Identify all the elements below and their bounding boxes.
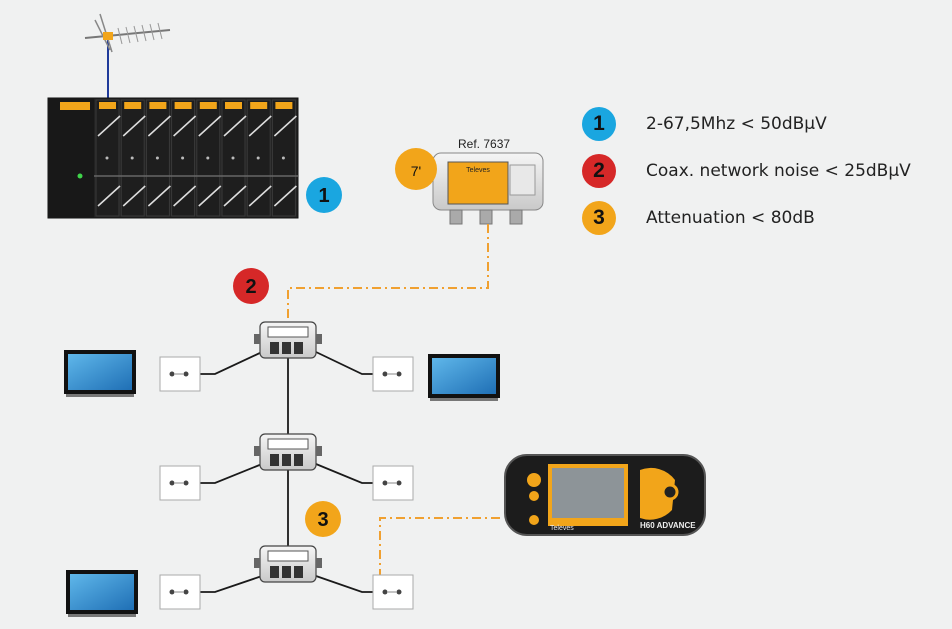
tv-icon: [66, 570, 138, 617]
wall-outlet-icon: [372, 356, 414, 392]
legend-item: 1 2-67,5Mhz < 50dBμV: [582, 107, 827, 141]
svg-text:Televes: Televes: [466, 167, 490, 174]
svg-text:3: 3: [317, 509, 328, 531]
wall-outlet-icon: [159, 465, 201, 501]
wall-outlet-icon: [159, 574, 201, 610]
headend-module: [95, 99, 121, 217]
legend-badge: 3: [582, 201, 616, 235]
headend-module: [221, 99, 247, 217]
svg-text:Televes: Televes: [550, 525, 574, 532]
wall-outlet-icon: [372, 465, 414, 501]
splitter-icon: [254, 321, 322, 359]
signal-paths: [287, 224, 500, 590]
attenuation-badge: 3: [305, 501, 341, 537]
legend-text: Attenuation < 80dB: [646, 208, 815, 228]
tv-icon: [428, 354, 500, 401]
legend-badge: 2: [582, 154, 616, 188]
headend-module: [171, 99, 197, 217]
field-meter-icon: Televes H60 ADVANCE: [504, 454, 706, 536]
svg-text:1: 1: [318, 185, 329, 207]
legend-item: 3 Attenuation < 80dB: [582, 201, 815, 235]
headend-rack-icon: [47, 97, 299, 219]
headend-module: [271, 99, 297, 217]
wall-outlet-icon: [159, 356, 201, 392]
svg-text:2: 2: [245, 276, 256, 298]
tester-device-icon: Televes: [432, 152, 544, 225]
svg-text:7': 7': [411, 163, 421, 179]
headend-module: [120, 99, 146, 217]
legend-text: Coax. network noise < 25dBμV: [646, 161, 911, 181]
antenna-icon: [84, 13, 171, 100]
svg-text:H60 ADVANCE: H60 ADVANCE: [640, 521, 696, 530]
network-badge: 2: [233, 268, 269, 304]
legend-text: 2-67,5Mhz < 50dBμV: [646, 114, 827, 134]
coax-cables: [200, 351, 375, 593]
tv-icon: [64, 350, 136, 397]
splitter-icon: [254, 433, 322, 471]
headend-module: [196, 99, 222, 217]
legend-item: 2 Coax. network noise < 25dBμV: [582, 154, 911, 188]
headend-module: [246, 99, 272, 217]
headend-badge: 1: [306, 177, 342, 213]
legend-badge: 1: [582, 107, 616, 141]
meter-badge: 7': [395, 148, 437, 190]
splitter-icon: [254, 545, 322, 583]
headend-module: [145, 99, 171, 217]
wall-outlet-icon: [372, 574, 414, 610]
meter-ref-label: Ref. 7637: [458, 137, 510, 151]
